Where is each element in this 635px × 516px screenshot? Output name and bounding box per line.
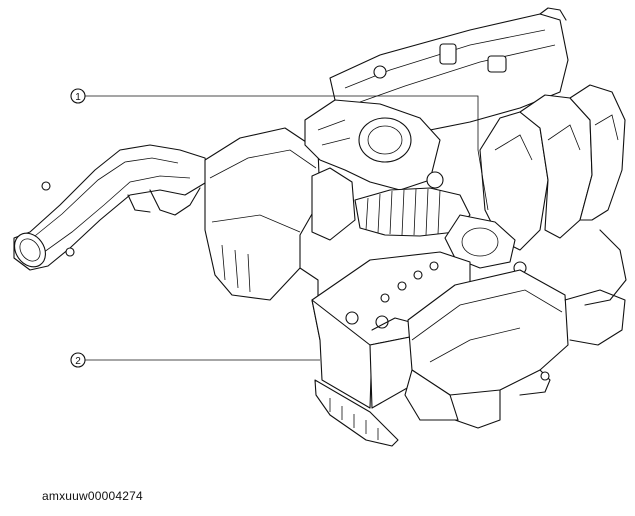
throttle-body: [304, 99, 441, 191]
engine-block-lower: [454, 289, 626, 429]
figure-id-caption: amxuuw00004274: [42, 489, 143, 503]
callout-1-number: 1: [75, 92, 81, 103]
mass-air-flow-sensor: [444, 214, 516, 269]
callout-1-leader: [85, 95, 489, 211]
air-cleaner-box: [204, 127, 356, 301]
battery-tray: [314, 379, 399, 447]
callout-2: 2: [70, 352, 320, 368]
intake-manifold: [479, 84, 627, 306]
fuse-box: [404, 269, 569, 421]
air-intake-duct: [13, 144, 211, 271]
callout-2-number: 2: [75, 356, 81, 367]
callout-1: 1: [70, 88, 489, 211]
